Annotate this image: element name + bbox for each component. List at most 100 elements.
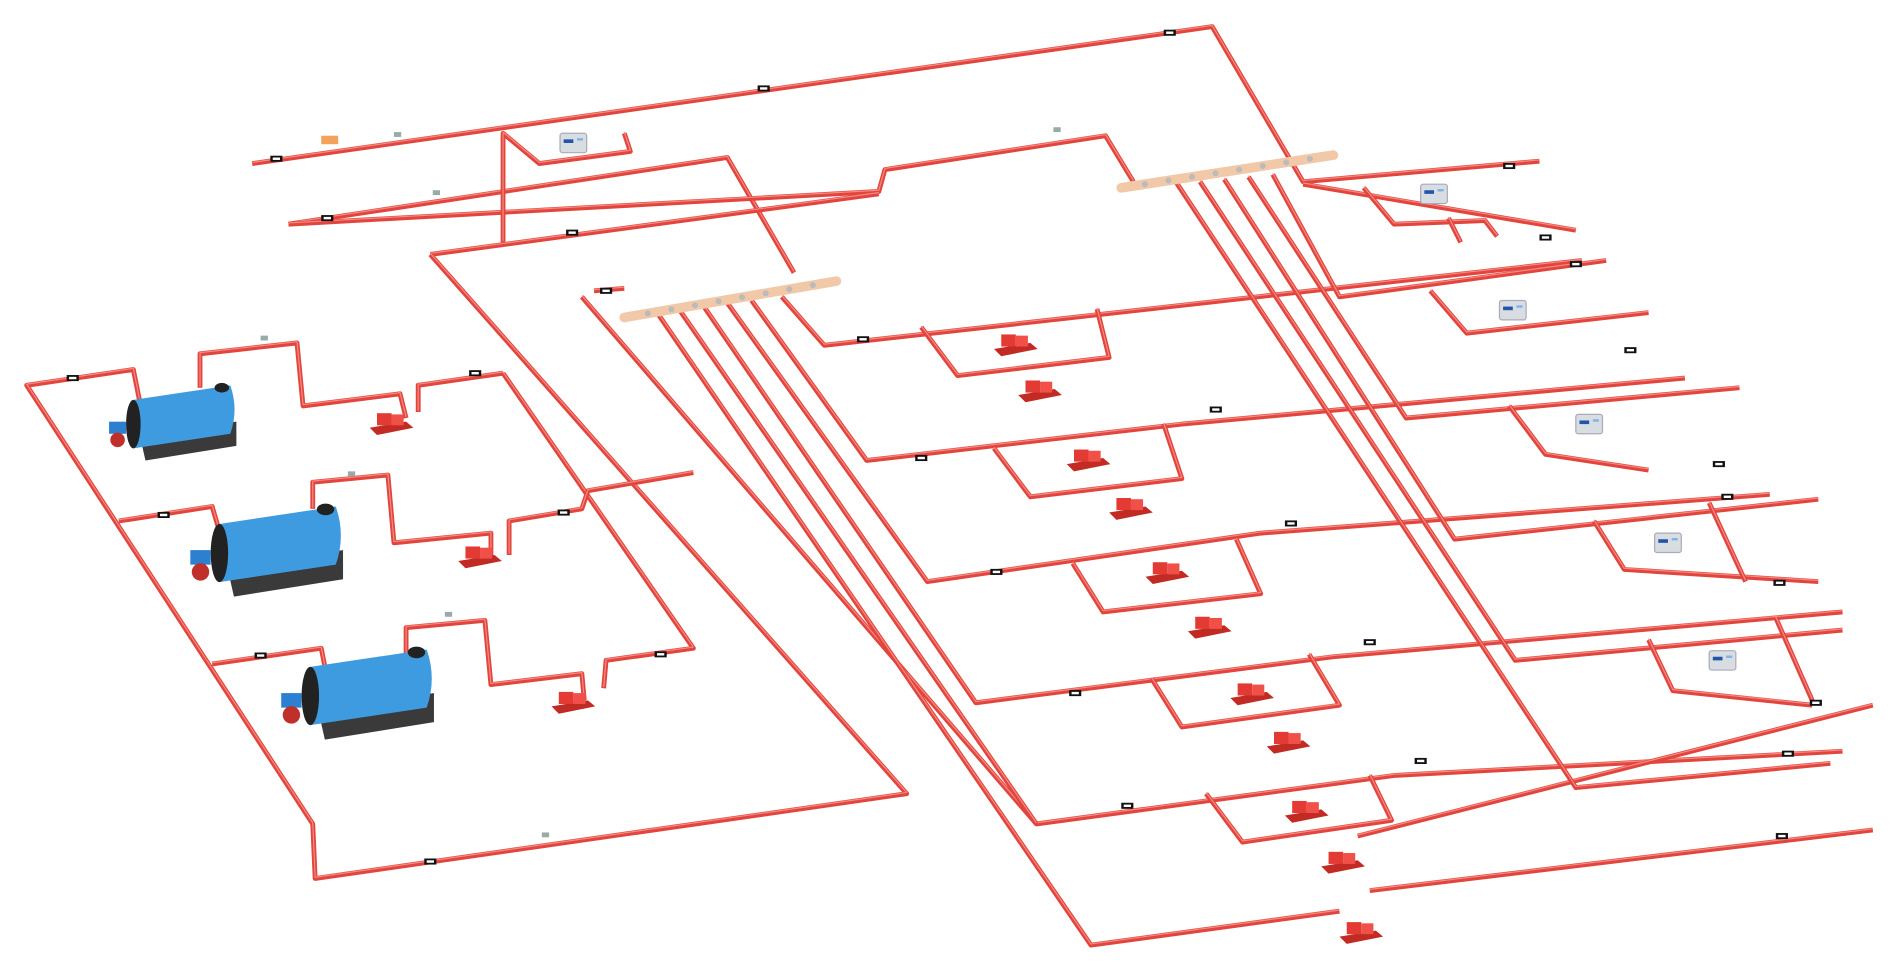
pipe-highlight	[1175, 180, 1831, 788]
flow-meter-window	[1123, 804, 1131, 807]
pipe	[429, 191, 880, 257]
pipe-highlight	[920, 307, 1110, 376]
pipe-highlight	[1199, 180, 1843, 660]
pipe-highlight	[1072, 537, 1262, 612]
pipe-highlight	[199, 341, 407, 417]
pipe-highlight	[1151, 652, 1341, 727]
flow-meter-window	[69, 376, 77, 380]
pump	[1145, 562, 1190, 585]
pipe-network	[24, 24, 1874, 948]
burner	[190, 550, 211, 565]
sensor-icon	[393, 132, 402, 137]
flow-meter-window	[426, 860, 434, 863]
pipe-highlight	[726, 301, 1770, 582]
pipe	[1246, 175, 1740, 421]
pump-motor	[465, 546, 481, 559]
pump	[551, 691, 596, 714]
flow-meter-window	[1417, 759, 1425, 763]
pump-volute	[1040, 381, 1053, 393]
flow-meter-window	[471, 371, 479, 375]
sensor-icon	[347, 471, 356, 477]
pipe	[415, 370, 504, 412]
pipe	[1591, 519, 1819, 585]
pump	[1321, 851, 1365, 874]
controller-led	[1592, 419, 1599, 422]
pipe-highlight	[508, 470, 694, 554]
controller-display	[1503, 306, 1513, 311]
pipe-highlight	[1448, 216, 1462, 242]
pipe-highlight	[212, 646, 326, 666]
manifold-port	[762, 290, 769, 297]
pump-volute	[573, 693, 586, 705]
manifold-port	[1283, 159, 1290, 166]
flow-meter-window	[1723, 495, 1731, 499]
pump-motor	[1025, 380, 1041, 393]
sensor-icon	[1053, 127, 1061, 133]
pipe-highlight	[252, 24, 1540, 182]
pipe-highlight	[405, 618, 585, 700]
pipe-highlight	[288, 133, 1134, 224]
pipe-highlight	[1357, 703, 1873, 836]
flow-meter-window	[760, 87, 768, 90]
pump-motor	[1328, 851, 1344, 864]
manifold-port	[1236, 166, 1243, 173]
pump-motor	[1195, 616, 1210, 629]
pipe	[580, 295, 1843, 827]
manifold-port	[739, 294, 746, 301]
pipe	[1507, 404, 1649, 473]
pump-volute	[480, 547, 493, 559]
pipe	[1357, 702, 1874, 839]
pipe	[288, 133, 1136, 227]
controllers	[559, 132, 1737, 671]
pipe-highlight	[678, 307, 1037, 824]
flow-meter-window	[160, 513, 168, 517]
manifold-port	[786, 286, 793, 293]
boilers	[109, 382, 434, 740]
pumps	[369, 334, 1384, 944]
pump-volute	[391, 414, 404, 426]
pipe	[1149, 653, 1342, 730]
pipe-highlight	[1223, 177, 1819, 539]
boiler-flue	[407, 646, 426, 659]
pipe-highlight	[1708, 501, 1747, 581]
manifold-port	[1141, 181, 1148, 188]
sensor-icon	[444, 611, 453, 617]
flow-meter-window	[1366, 640, 1374, 644]
manifold-port	[668, 306, 675, 313]
valves	[66, 29, 1822, 865]
pipe-highlight	[751, 298, 1685, 460]
pump	[1187, 616, 1232, 639]
flow-meter-window	[1715, 462, 1723, 466]
pump	[1266, 731, 1311, 754]
burner	[109, 421, 127, 434]
pipe-highlight	[1272, 172, 1607, 297]
pipe	[749, 299, 1686, 463]
controller	[559, 132, 588, 154]
controller	[1708, 650, 1737, 671]
flow-meter-window	[1287, 522, 1295, 525]
pipe-highlight	[312, 473, 492, 559]
pipe-highlight	[1593, 519, 1819, 582]
pipe-highlight	[781, 258, 1582, 345]
flow-meter-window	[1626, 348, 1635, 352]
burner-motor	[110, 432, 125, 448]
pump	[369, 413, 414, 436]
pipe-highlight	[1302, 182, 1576, 230]
flow-meter-window	[560, 511, 568, 514]
burner	[281, 693, 302, 708]
pipe	[1361, 186, 1499, 238]
pipe	[1173, 180, 1831, 791]
manifold-port	[691, 302, 699, 309]
manifold-port	[715, 298, 722, 305]
flow-meter-window	[917, 456, 925, 460]
flow-meter-window	[992, 570, 1001, 574]
manifold-port	[1259, 162, 1266, 170]
pipe-highlight	[26, 252, 908, 878]
pump-motor	[1292, 800, 1307, 814]
pipe	[725, 301, 1770, 585]
pump-volute	[1343, 853, 1356, 864]
boiler	[190, 503, 344, 597]
pump	[1109, 498, 1153, 520]
controller	[1498, 299, 1527, 321]
